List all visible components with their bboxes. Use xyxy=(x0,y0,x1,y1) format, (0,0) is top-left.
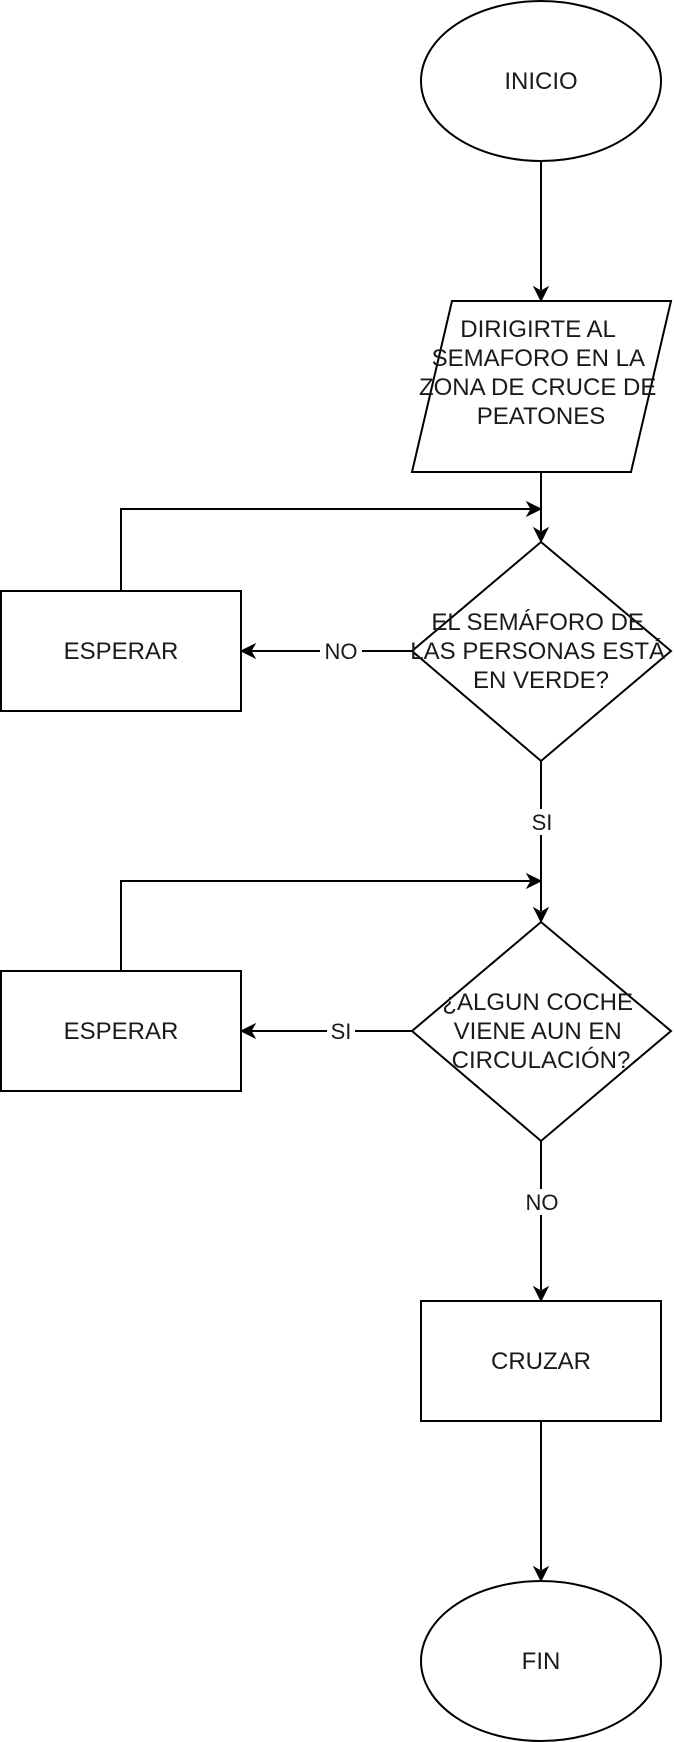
arrowhead-start-to-go xyxy=(532,285,550,303)
edge-label-text: NO xyxy=(325,639,358,664)
cross-process: CRUZAR xyxy=(420,1300,662,1422)
wait-process-2-label: ESPERAR xyxy=(64,1018,179,1045)
wait-process-2: ESPERAR xyxy=(0,970,242,1092)
connectors xyxy=(120,161,550,1583)
arrowhead-decision2-no xyxy=(532,1285,550,1303)
edge-label-text: SI xyxy=(532,810,553,835)
start-label: INICIO xyxy=(504,68,577,95)
car-coming-decision-label: ¿ALGUN COCHE VIENE AUN EN CIRCULACIÓN? xyxy=(442,989,639,1074)
edge-wait2-loop xyxy=(120,880,531,971)
go-to-light-input-node: DIRIGIRTE AL SEMAFORO EN LA ZONA DE CRUC… xyxy=(410,300,673,473)
edge-label-car-yes: SI xyxy=(327,1018,355,1044)
edge-label-light-no: NO xyxy=(320,638,362,664)
go-to-light-label: DIRIGIRTE AL SEMAFORO EN LA ZONA DE CRUC… xyxy=(419,316,663,430)
end-terminal: FIN xyxy=(420,1580,662,1742)
arrowhead-wait1-loop xyxy=(525,500,543,518)
arrowhead-decision2-yes xyxy=(239,1022,257,1040)
edge-label-light-yes: SI xyxy=(527,809,555,835)
wait-process-1-label: ESPERAR xyxy=(64,638,179,665)
end-label: FIN xyxy=(522,1648,561,1675)
edge-label-text: SI xyxy=(331,1019,352,1044)
light-green-decision: EL SEMÁFORO DE LAS PERSONAS ESTÁ EN VERD… xyxy=(410,540,673,763)
edge-label-text: NO xyxy=(526,1190,559,1215)
cross-process-label: CRUZAR xyxy=(491,1348,591,1375)
light-green-decision-label: EL SEMÁFORO DE LAS PERSONAS ESTÁ EN VERD… xyxy=(410,609,671,694)
edge-label-car-no: NO xyxy=(521,1189,563,1215)
arrowhead-decision1-yes xyxy=(532,906,550,924)
edge-wait1-loop xyxy=(120,508,531,591)
start-terminal: INICIO xyxy=(420,0,662,162)
car-coming-decision: ¿ALGUN COCHE VIENE AUN EN CIRCULACIÓN? xyxy=(410,920,673,1143)
arrowhead-cross-to-end xyxy=(532,1565,550,1583)
arrowhead-go-to-decision1 xyxy=(532,526,550,544)
arrowhead-wait2-loop xyxy=(525,872,543,890)
wait-process-1: ESPERAR xyxy=(0,590,242,712)
arrowhead-decision1-no xyxy=(239,642,257,660)
